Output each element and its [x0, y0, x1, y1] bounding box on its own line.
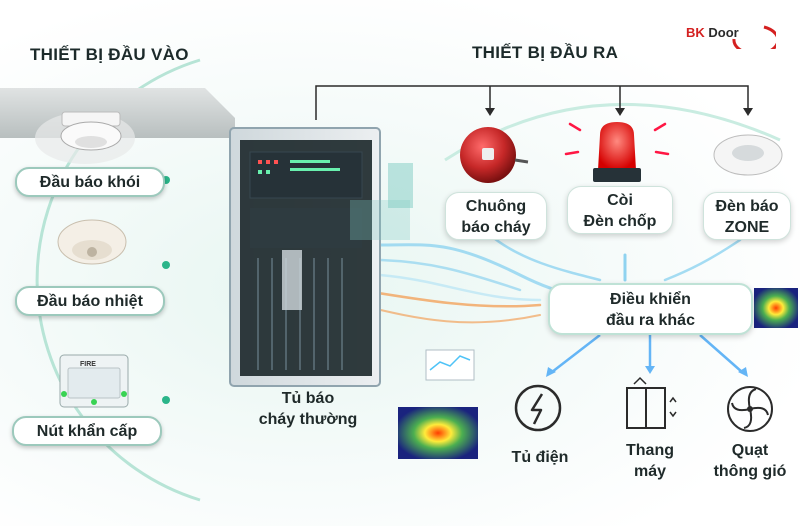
input-devices-header: THIẾT BỊ ĐẦU VÀO — [30, 45, 189, 64]
device-arrows — [551, 334, 743, 373]
manual-call-point-icon: FIRE — [59, 354, 129, 408]
bracket-arrows — [485, 108, 753, 116]
fire-bell-icon — [460, 127, 529, 183]
bell-label-line1: Chuông — [465, 198, 527, 215]
electrical-cabinet-icon — [514, 384, 562, 432]
controller-label-line2: đầu ra khác — [606, 312, 695, 329]
brand-logo: BK Door — [686, 13, 776, 49]
output-card-beacon: Còi Đèn chốp — [567, 186, 673, 234]
elevator-label-line2: máy — [633, 463, 667, 480]
panel-screen — [388, 163, 413, 208]
heatmap-graphic — [754, 288, 798, 328]
mini-chart-line — [429, 355, 471, 371]
bell-label-line2: báo cháy — [461, 219, 531, 236]
zone-label-line2: ZONE — [724, 219, 770, 236]
output-card-bell: Chuông báo cháy — [445, 192, 547, 240]
device-ventilation-fan: Quạt thông gió — [700, 440, 800, 482]
device-electrical-cabinet: Tủ điện — [495, 447, 585, 468]
other-output-controller: Điều khiển đầu ra khác — [548, 283, 753, 335]
zone-light-icon — [713, 134, 783, 176]
fire-panel-label: Tủ báo cháy thường — [228, 388, 388, 430]
heat-detector-icon — [57, 219, 127, 265]
elevator-label-line1: Thang — [626, 442, 674, 459]
fan-label-line1: Quạt — [731, 442, 769, 459]
fan-label-line2: thông gió — [713, 463, 787, 480]
ventilation-fan-icon — [727, 386, 773, 432]
logo-bk: BK — [686, 25, 705, 40]
heatmap-graphic — [398, 407, 478, 459]
smoke-detector-icon — [35, 111, 135, 164]
emergency-button-label: Nút khẩn cấp — [12, 416, 162, 446]
electrical-cabinet-label: Tủ điện — [511, 449, 569, 466]
elevator-icon — [626, 376, 677, 429]
device-arrowheads — [546, 366, 748, 377]
fire-panel-label-line1: Tủ báo — [281, 390, 335, 407]
beacon-label-line1: Còi — [607, 192, 633, 209]
node-dot — [162, 396, 170, 404]
output-devices-header: THIẾT BỊ ĐẦU RA — [472, 43, 619, 62]
panel-screen — [350, 200, 410, 240]
call-point-text: FIRE — [80, 361, 96, 368]
device-elevator: Thang máy — [605, 440, 695, 482]
controller-label-line1: Điều khiển — [610, 291, 691, 308]
node-dot — [162, 261, 170, 269]
logo-door: Door — [708, 25, 739, 40]
output-bracket — [315, 85, 749, 120]
heat-detector-label: Đầu báo nhiệt — [15, 286, 165, 316]
output-card-zone: Đèn báo ZONE — [703, 192, 791, 240]
logo-text: BK Door — [686, 25, 739, 40]
beacon-label-line2: Đèn chốp — [583, 213, 657, 230]
strobe-beacon-icon — [564, 122, 670, 182]
zone-label-line1: Đèn báo — [715, 198, 779, 215]
smoke-detector-label: Đầu báo khói — [15, 167, 165, 197]
mini-chart — [425, 349, 475, 381]
logo-arc-icon — [732, 25, 776, 49]
fire-panel-label-line2: cháy thường — [258, 411, 358, 428]
fire-alarm-panel — [229, 127, 381, 387]
